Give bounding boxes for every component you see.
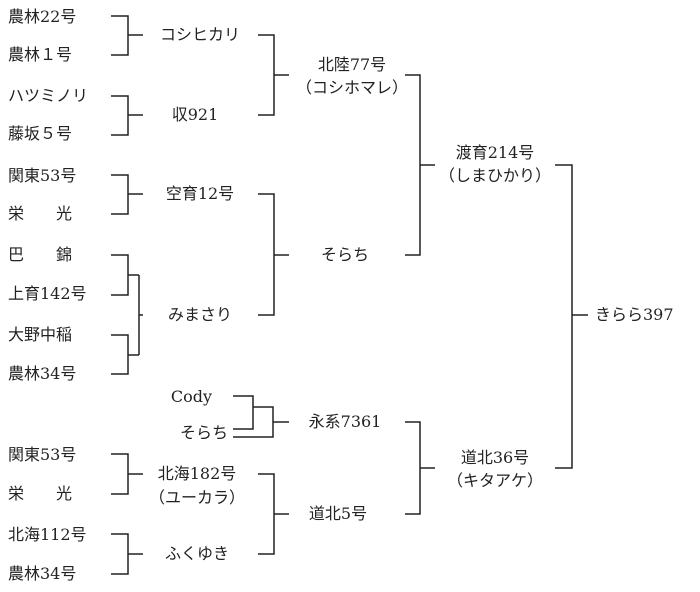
ancestor-label: 北海112号 [8, 525, 87, 544]
variety-hokuriku77: 北陸77号 [317, 55, 387, 74]
variety-kirara397: きらら397 [595, 305, 674, 324]
ancestor-label: 栄 光 [8, 484, 73, 503]
ancestor-label: 藤坂５号 [8, 124, 73, 143]
ancestor-label: 農林34号 [8, 364, 77, 383]
variety-dohoku5: 道北5号 [308, 504, 368, 523]
variety-eikei7361: 永系7361 [308, 412, 382, 431]
variety-dohoku36-alias: （キタアケ） [446, 471, 544, 490]
ancestor-label: 農林34号 [8, 564, 77, 583]
variety-hokuriku77-alias: （コシホマレ） [295, 78, 409, 97]
variety-sorachi-parent: そらち [179, 423, 228, 442]
ancestor-label: ハツミノリ [8, 86, 89, 105]
variety-toiku214-alias: （しまひかり） [438, 166, 552, 185]
variety-cody: Cody [170, 387, 212, 406]
variety-sorachi: そらち [320, 245, 370, 264]
ancestor-label: 関東53号 [8, 445, 77, 464]
ancestor-label: 栄 光 [8, 204, 73, 223]
variety-shu921: 収921 [171, 105, 219, 124]
ancestor-label: 関東53号 [8, 166, 77, 185]
variety-dohoku36: 道北36号 [460, 448, 530, 467]
ancestor-label: 巴 錦 [8, 245, 73, 264]
variety-fukuyuki: ふくゆき [164, 544, 230, 563]
variety-mimasari: みまさり [167, 305, 233, 324]
ancestor-label: 農林22号 [8, 7, 77, 26]
ancestor-label: 大野中稲 [8, 325, 73, 344]
variety-hokkai182: 北海182号 [157, 464, 237, 483]
variety-hokkai182-alias: （ユーカラ） [148, 488, 246, 507]
variety-kuiku12: 空育12号 [165, 184, 235, 203]
ancestor-label: 農林１号 [8, 45, 73, 64]
variety-toiku214: 渡育214号 [455, 143, 535, 162]
ancestor-label: 上育142号 [8, 284, 87, 303]
variety-koshihikari: コシヒカリ [159, 25, 241, 44]
